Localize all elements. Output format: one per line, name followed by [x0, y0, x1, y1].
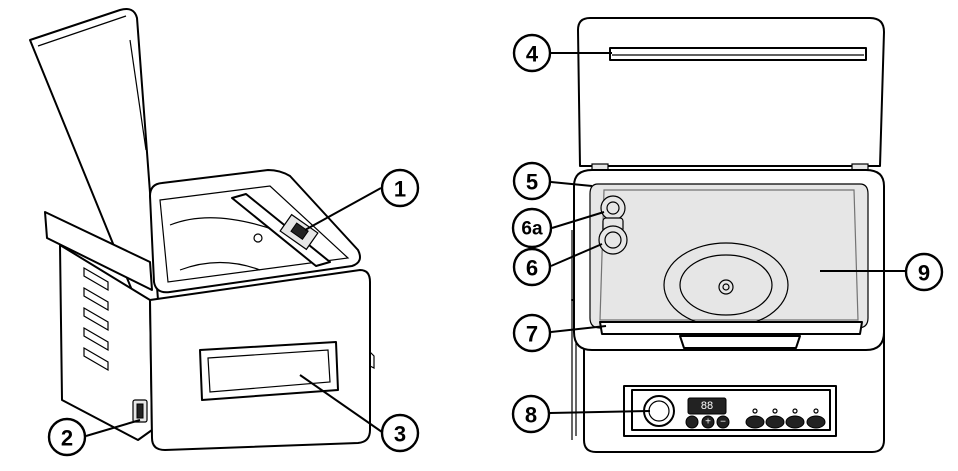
- display: [687, 397, 727, 415]
- mode-button-3[interactable]: [785, 415, 805, 429]
- callout-6a: 6a: [511, 207, 553, 249]
- reset-button[interactable]: [716, 415, 730, 429]
- svg-text:4: 4: [526, 42, 539, 67]
- leader-3: [299, 374, 383, 433]
- callout-4: 4: [512, 33, 552, 73]
- callout-6: 6: [512, 247, 552, 287]
- mode-button-1[interactable]: [745, 415, 765, 429]
- minus-button[interactable]: [685, 415, 699, 429]
- svg-text:5: 5: [526, 170, 538, 195]
- leader-2: [85, 419, 141, 437]
- vacuum-port: [598, 195, 628, 255]
- plus-button[interactable]: [701, 415, 715, 429]
- control-panel: 88 + −: [623, 385, 837, 437]
- svg-text:2: 2: [61, 426, 73, 451]
- left-body-side: [59, 244, 153, 441]
- callouts: 1 2 3 4 5 6a 6 7: [47, 33, 944, 457]
- display-digits: 88: [701, 400, 713, 412]
- callout-9: 9: [904, 252, 944, 292]
- callout-2: 2: [47, 417, 87, 457]
- left-tub-rim: [149, 169, 361, 294]
- vent-slots: [83, 266, 109, 372]
- vacuum-chamber: [589, 183, 869, 329]
- right-machine: 88 + −: [571, 17, 885, 453]
- port-cap: [600, 195, 626, 221]
- svg-text:+: +: [705, 417, 711, 428]
- right-seal-bar: [599, 321, 863, 335]
- mode-button-4[interactable]: [806, 415, 826, 429]
- svg-text:3: 3: [394, 422, 406, 447]
- callout-3: 3: [380, 413, 420, 453]
- svg-text:6a: 6a: [521, 219, 543, 240]
- svg-text:1: 1: [394, 177, 406, 202]
- port-base: [598, 225, 628, 255]
- callout-5: 5: [512, 161, 552, 201]
- lid-seal-strip: [609, 47, 867, 61]
- svg-text:7: 7: [526, 322, 538, 347]
- leader-5: [550, 181, 593, 187]
- svg-text:6: 6: [526, 256, 538, 281]
- callout-7: 7: [512, 313, 552, 353]
- callout-1: 1: [380, 168, 420, 208]
- svg-text:−: −: [720, 417, 726, 428]
- leader-8: [549, 410, 651, 414]
- leader-6: [550, 243, 603, 267]
- right-lid: [577, 17, 885, 167]
- callout-8: 8: [511, 394, 551, 434]
- leader-lines: [85, 52, 905, 437]
- leader-6a: [551, 211, 605, 229]
- svg-text:9: 9: [918, 261, 930, 286]
- left-machine: [29, 8, 375, 451]
- leader-1: [304, 187, 382, 231]
- mode-button-2[interactable]: [765, 415, 785, 429]
- leader-7: [550, 325, 607, 333]
- svg-text:8: 8: [525, 403, 537, 428]
